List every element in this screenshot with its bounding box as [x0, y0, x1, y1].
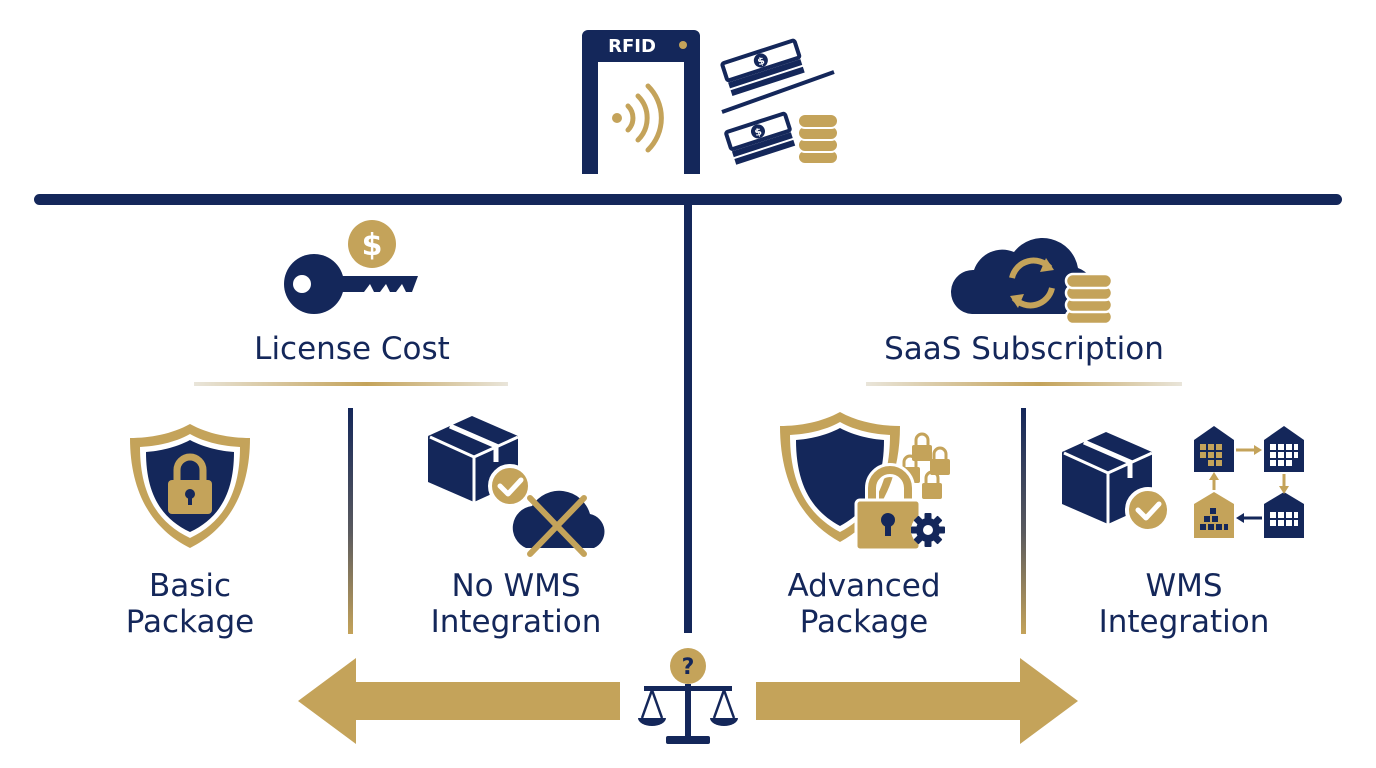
cloud-sync-coins-icon — [950, 237, 1114, 326]
advanced-package-line1: Advanced — [787, 568, 941, 604]
box-no-cloud-icon — [428, 416, 605, 557]
arrow-right-icon — [756, 658, 1078, 744]
no-wms-integration-line1: No WMS — [451, 568, 581, 604]
rfid-label: RFID — [608, 36, 656, 57]
cash-exchange-icon: $ $ — [720, 38, 839, 165]
wms-integration-label: WMS Integration — [1074, 568, 1294, 640]
no-wms-integration-label: No WMS Integration — [406, 568, 626, 640]
wms-integration-line1: WMS — [1145, 568, 1223, 604]
svg-text:$: $ — [753, 126, 763, 139]
advanced-package-line2: Package — [799, 604, 929, 640]
shield-multi-lock-icon — [780, 412, 950, 552]
key-dollar-icon: $ — [284, 220, 418, 314]
saas-subscription-title: SaaS Subscription — [884, 331, 1164, 367]
svg-text:$: $ — [362, 228, 383, 263]
wms-integration-line2: Integration — [1098, 604, 1270, 640]
rfid-gate-icon — [582, 30, 700, 174]
left-divider — [348, 408, 353, 634]
basic-package-line2: Package — [125, 604, 255, 640]
saas-subscription-underline — [866, 382, 1182, 386]
arrow-left-icon — [298, 658, 620, 744]
right-divider — [1021, 408, 1026, 634]
balance-scale-question-icon: ? — [638, 648, 738, 744]
license-cost-title: License Cost — [254, 331, 450, 367]
advanced-package-label: Advanced Package — [764, 568, 964, 640]
license-cost-underline — [194, 382, 508, 386]
shield-lock-icon — [130, 424, 250, 548]
no-wms-integration-line2: Integration — [430, 604, 602, 640]
svg-text:$: $ — [756, 56, 766, 69]
box-warehouse-network-icon — [1062, 426, 1304, 538]
basic-package-line1: Basic — [148, 568, 232, 604]
svg-text:?: ? — [682, 655, 695, 680]
basic-package-label: Basic Package — [100, 568, 280, 640]
center-vertical-bar — [684, 205, 692, 633]
top-horizontal-bar — [34, 194, 1342, 205]
